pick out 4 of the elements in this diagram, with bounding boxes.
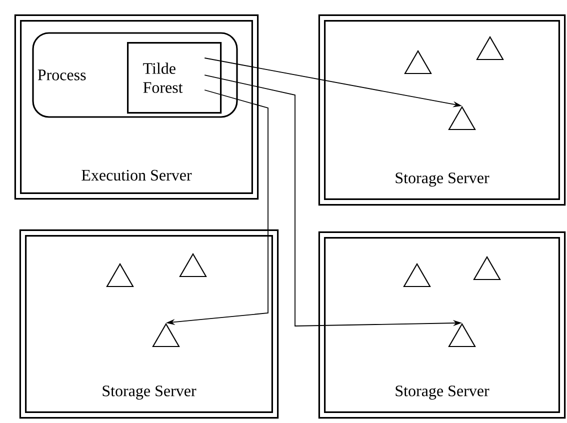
server-box: Storage Server <box>19 229 279 419</box>
server-box: Storage Server <box>318 14 566 206</box>
server-box: Storage Server <box>318 231 566 419</box>
data-box: Tilde Forest <box>127 42 222 114</box>
